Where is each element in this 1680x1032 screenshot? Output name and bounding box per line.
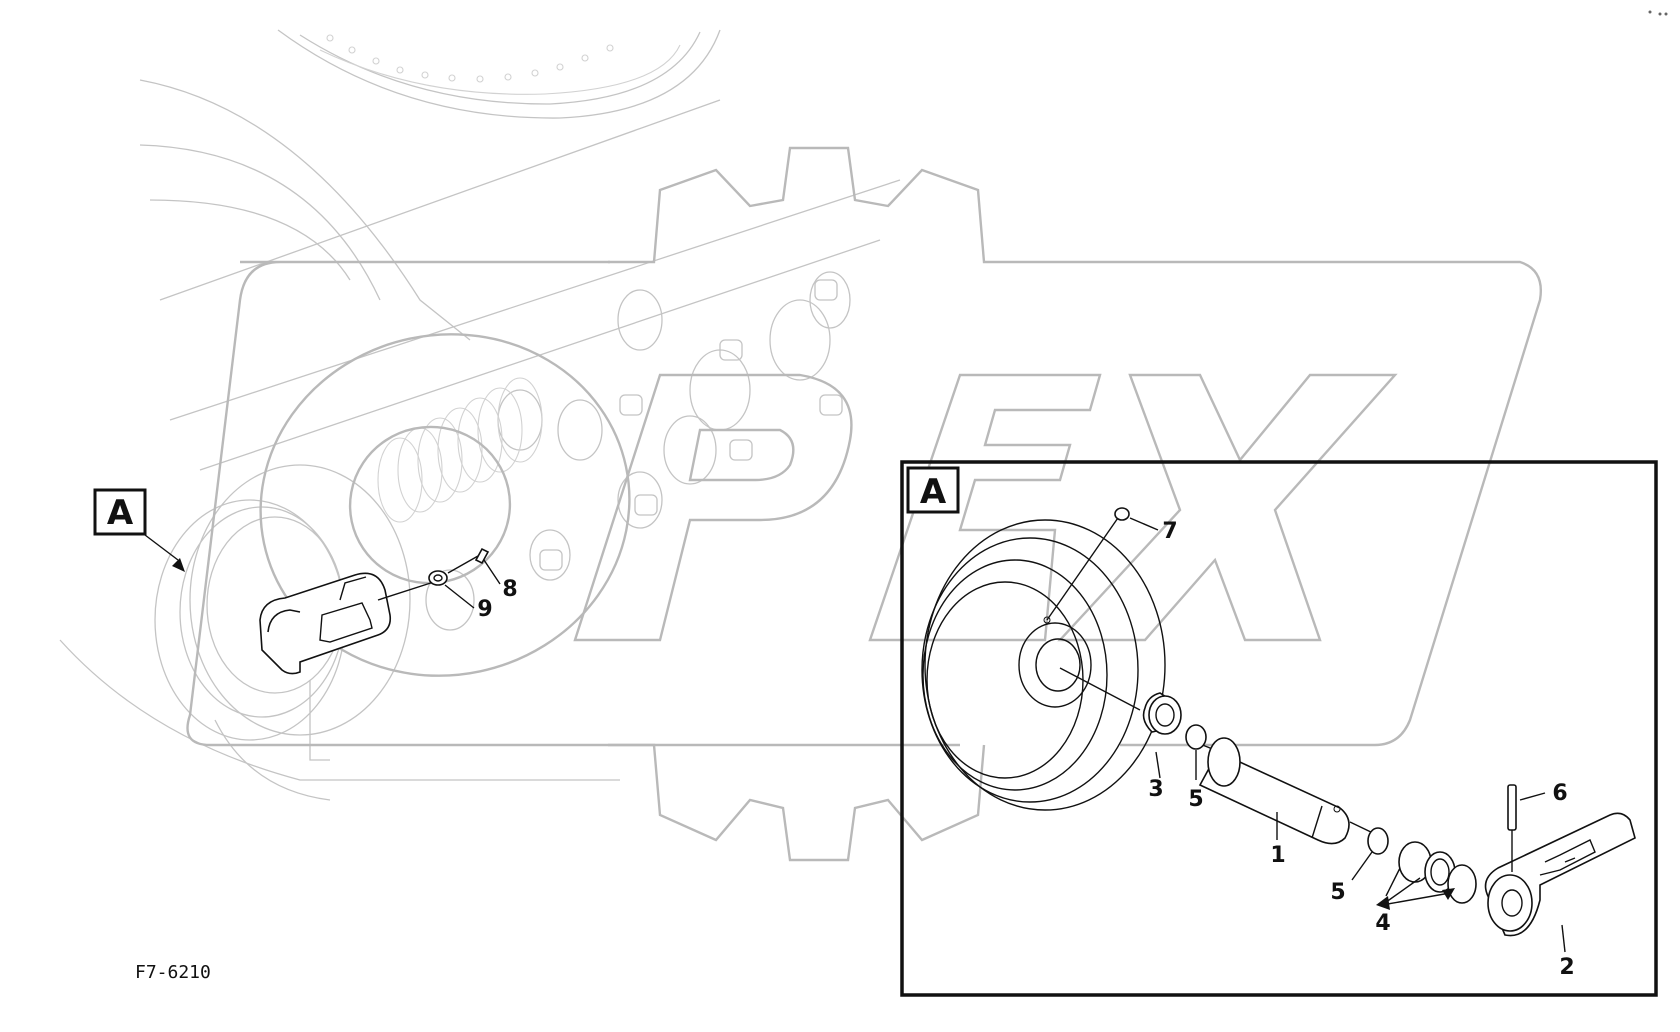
callout-3: 3 — [1148, 777, 1163, 802]
detail-box-label: A — [920, 472, 947, 512]
idler-wheel — [921, 519, 1166, 811]
floating-seal — [1398, 841, 1477, 904]
callout-7: 7 — [1162, 519, 1177, 544]
callout-2: 2 — [1559, 955, 1574, 980]
bushing — [1142, 692, 1182, 735]
pin-shaft — [1198, 737, 1350, 845]
callout-8: 8 — [502, 577, 517, 602]
corner-mark-icon — [1648, 10, 1668, 16]
o-ring — [1185, 724, 1207, 750]
callout-4: 4 — [1375, 911, 1390, 936]
callout-5b: 5 — [1330, 880, 1345, 905]
bracket — [1484, 812, 1636, 937]
callout-1: 1 — [1270, 843, 1285, 868]
callout-5: 5 — [1188, 787, 1203, 812]
grease-nipple — [1114, 507, 1130, 521]
detail-marker-a: A — [93, 488, 185, 572]
overview-bracket-assembly — [259, 547, 501, 675]
detail-box-a: A — [900, 460, 1658, 997]
background-machine-outline — [59, 29, 901, 801]
spring-pin — [1507, 784, 1517, 872]
callout-6: 6 — [1552, 781, 1567, 806]
callout-9: 9 — [477, 597, 492, 622]
watermark-opex — [186, 146, 1542, 862]
o-ring-2 — [1367, 827, 1389, 855]
drawing-code: F7-6210 — [135, 962, 211, 983]
detail-marker-label: A — [107, 493, 134, 533]
